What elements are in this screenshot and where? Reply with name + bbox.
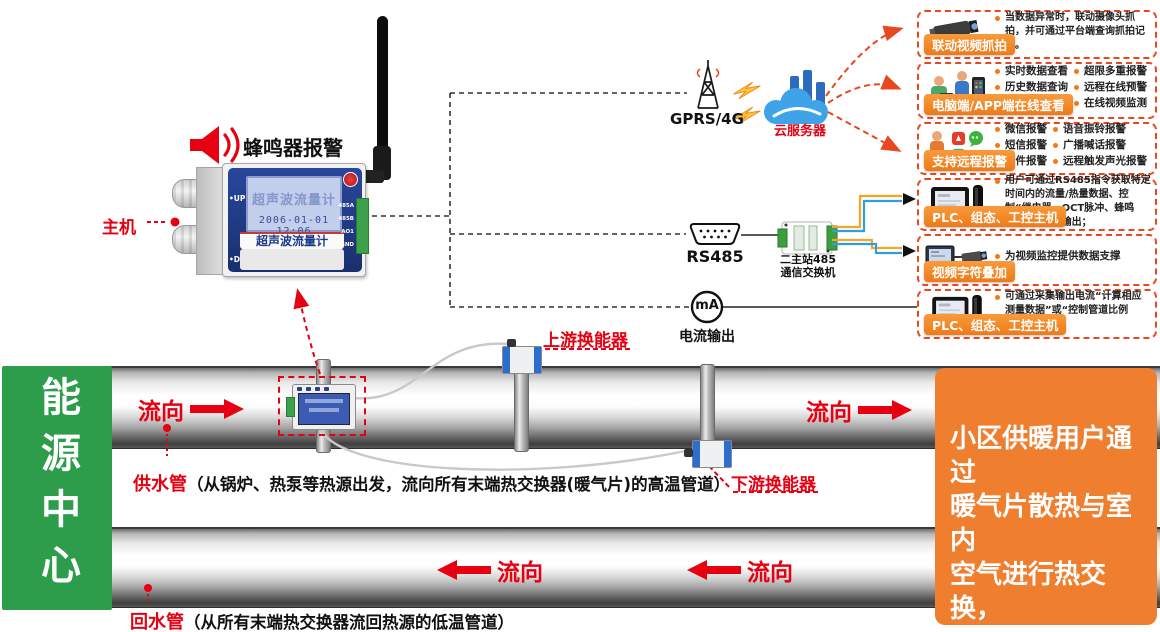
gprs-label: GPRS/4G [670, 110, 744, 128]
device-lcd: 超声波流量计 2006-01-01 12:06 [246, 176, 342, 237]
current-output-label: 电流输出 [679, 329, 735, 345]
pipe-meter-terminal [286, 397, 295, 417]
feature-box-online-view: 实时数据查看 历史数据查询 曲线报表查看 超限多重报警 远程在线预警 在线视频监… [917, 62, 1157, 119]
terminal-ao1: AO1 [341, 229, 354, 235]
downstream-transducer [684, 440, 732, 468]
feature-bullets: 微信报警 短信报警 邮件报警 语音振铃报警 广播喊话报警 远程触发声光报警 [995, 122, 1151, 170]
return-pipe-desc: 回水管（从所有末端热交换器流回热源的低温管道） [130, 612, 514, 632]
feature-title-video-capture: 联动视频抓拍 [924, 34, 1016, 55]
feature-title-plc-1: PLC、组态、工控主机 [924, 206, 1067, 227]
cloud-server-label: 云服务器 [773, 124, 826, 139]
ma-label: mA [695, 298, 719, 313]
upstream-transducer [502, 339, 542, 374]
terminal-gnd: GND [340, 242, 354, 248]
rs485-switch-icon [777, 221, 838, 255]
host-label: 主机 [102, 218, 136, 238]
return-flow-left: 流向 [437, 553, 543, 587]
community-heating-panel: 小区供暖用户通过 暖气片散热与室内 空气进行热交换， 实现集中供暖 [935, 368, 1157, 632]
arrow-right-icon [858, 400, 912, 420]
arrow-left-icon [437, 560, 491, 580]
feature-title-plc-2: PLC、组态、工控主机 [924, 314, 1067, 335]
lcd-title: 超声波流量计 [251, 193, 336, 208]
upstream-strap [514, 362, 529, 452]
return-flow-right: 流向 [687, 553, 793, 587]
pipe-meter-screen [298, 393, 350, 425]
rs485-label: RS485 [686, 247, 744, 266]
terminal-block [356, 198, 369, 254]
switch-wires [832, 194, 902, 255]
buzzer-speaker-icon [190, 126, 240, 164]
pipe-meter [286, 384, 356, 430]
downstream-strap [700, 364, 715, 448]
dn-port-label: •DN [229, 255, 247, 264]
cloud-arrows [825, 25, 904, 152]
lcd-datetime: 2006-01-01 12:06 [258, 215, 330, 237]
supply-pipe-desc: 供水管（从锅炉、热泵等热源出发，流向所有末端热交换器(暖气片)的高温管道） [133, 474, 731, 495]
feature-text: 当数据异常时，联动摄像头抓拍，并可通过平台端查询抓拍记录。 [995, 11, 1151, 53]
bracket-lines [372, 92, 690, 308]
energy-center-label: 能源中心 [34, 376, 80, 600]
arrow-left-icon [687, 560, 741, 580]
supply-flow-right: 流向 [806, 393, 912, 427]
feature-title-video-overlay: 视频字符叠加 [924, 261, 1016, 282]
downstream-transducer-label: 下游换能器 [731, 475, 816, 495]
antenna [377, 16, 388, 176]
switch-label: 二主站485 通信交换机 [780, 253, 836, 279]
feature-text: 为视频监控提供数据支撑 [995, 249, 1151, 264]
buzzer-alarm-label: 蜂鸣器报警 [243, 136, 343, 160]
up-port-label: •UP [229, 194, 246, 203]
feature-box-video-overlay: 为视频监控提供数据支撑 视频字符叠加 [917, 234, 1157, 286]
arrow-right-icon [190, 399, 244, 419]
feature-title-online-view: 电脑端/APP端在线查看 [924, 94, 1073, 115]
brand-logo [343, 172, 358, 187]
device-button-strip [240, 249, 344, 270]
feature-box-plc-1: 用户可通过RS485指令获取特定时间内的流量/热量数据、控制“继电器、OCT脉冲… [917, 175, 1157, 231]
energy-center-panel: 能源中心 [2, 366, 112, 610]
upstream-transducer-label: 上游换能器 [543, 331, 628, 351]
device-name-strip: 超声波流量计 [240, 232, 344, 249]
feature-title-remote-alarm: 支持远程报警 [924, 150, 1016, 171]
supply-flow-left: 流向 [138, 392, 244, 426]
feature-box-remote-alarm: 微信报警 短信报警 邮件报警 语音振铃报警 广播喊话报警 远程触发声光报警 支持… [917, 122, 1157, 175]
feature-box-video-capture: 当数据异常时，联动摄像头抓拍，并可通过平台端查询抓拍记录。 联动视频抓拍 [917, 10, 1157, 59]
terminal-485b: 485B [338, 216, 354, 222]
terminal-485a: 485A [338, 203, 354, 209]
rs485-connector-icon [689, 223, 741, 245]
gprs-tower-icon [696, 60, 720, 109]
cloud-server-icon [764, 70, 828, 124]
feature-box-plc-2: 可通过采集输出电流“计算相应测量数据”或“控制管道比例阀”。 PLC、组态、工控… [917, 289, 1157, 339]
